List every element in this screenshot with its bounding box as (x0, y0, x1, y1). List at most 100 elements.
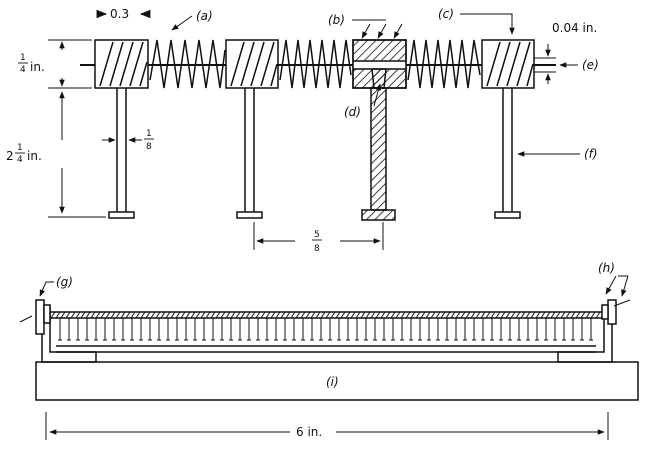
rail-winding (115, 311, 121, 319)
rail-winding (250, 311, 256, 319)
rail-winding (485, 311, 491, 319)
block-2 (225, 39, 279, 89)
rail-winding (285, 311, 291, 319)
rail-winding (135, 311, 141, 319)
rail-winding (265, 311, 271, 319)
rail-winding (395, 311, 401, 319)
end-terminal-right (607, 299, 617, 325)
label-b: (b) (328, 13, 345, 27)
rail-winding (430, 311, 436, 319)
assembly-post (256, 318, 260, 341)
rail-winding (225, 311, 231, 319)
rail-winding (345, 311, 351, 319)
rail-winding (230, 311, 236, 319)
rail-winding (340, 311, 346, 319)
rail-winding (385, 311, 391, 319)
assembly-post (58, 318, 62, 341)
rail-winding (180, 311, 186, 319)
label-height-post: 2 1 4 in. (6, 143, 42, 165)
assembly-post (454, 318, 458, 341)
assembly-post (229, 318, 233, 341)
rail-winding (275, 311, 281, 319)
rail-winding (290, 311, 296, 319)
rail-winding (520, 311, 526, 319)
rail-winding (155, 311, 161, 319)
rail-winding (105, 311, 111, 319)
rail-winding (550, 311, 556, 319)
spring-3 (407, 39, 481, 89)
assembly-post (94, 318, 98, 341)
post-4 (494, 88, 521, 219)
assembly-post (400, 318, 404, 341)
rail-winding (125, 311, 131, 319)
rail-winding (80, 311, 86, 319)
assembly-post (283, 318, 287, 341)
rail-winding (595, 311, 601, 319)
rail-winding (70, 311, 76, 319)
label-f: (f) (584, 147, 598, 161)
rail-winding (85, 311, 91, 319)
svg-text:2: 2 (6, 149, 14, 163)
rail-winding (435, 311, 441, 319)
rail-winding (185, 311, 191, 319)
assembly-post (544, 318, 548, 341)
rail-winding (315, 311, 321, 319)
assembly-post (202, 318, 206, 341)
assembly-post (193, 318, 197, 341)
label-width-top: 0.3 (110, 7, 129, 21)
rail-winding (255, 311, 261, 319)
spring-1 (149, 39, 226, 89)
assembly-post (112, 318, 116, 341)
rail-winding (200, 311, 206, 319)
assembly-post (184, 318, 188, 341)
rail-winding (400, 311, 406, 319)
assembly-post (238, 318, 242, 341)
rail-winding (95, 311, 101, 319)
assembly-post (373, 318, 377, 341)
assembly-post (211, 318, 215, 341)
block-1 (94, 39, 149, 89)
assembly-post (391, 318, 395, 341)
assembly-post (472, 318, 476, 341)
base-plate (35, 361, 639, 401)
rail-winding (380, 311, 386, 319)
assembly-post (445, 318, 449, 341)
assembly-post (499, 318, 503, 341)
rail-winding (425, 311, 431, 319)
rail-winding (90, 311, 96, 319)
assembly-post (139, 318, 143, 341)
svg-text:1: 1 (17, 143, 23, 153)
rail-winding (335, 311, 341, 319)
assembly-post (517, 318, 521, 341)
assembly-post (319, 318, 323, 341)
rail-winding (195, 311, 201, 319)
label-height-quarter: 1 4 in. (18, 53, 45, 75)
rail-winding (325, 311, 331, 319)
rail-winding (510, 311, 516, 319)
assembly-post (337, 318, 341, 341)
assembly-post (436, 318, 440, 341)
label-spacing: 5 8 (312, 230, 322, 254)
svg-text:in.: in. (30, 60, 45, 74)
assembly-post (490, 318, 494, 341)
rail-winding (235, 311, 241, 319)
rail-winding (450, 311, 456, 319)
rail-winding (465, 311, 471, 319)
post-2 (236, 88, 263, 219)
svg-text:in.: in. (27, 149, 42, 163)
assembly-post (418, 318, 422, 341)
assembly-post (346, 318, 350, 341)
assembly-post (220, 318, 224, 341)
rail-winding (580, 311, 586, 319)
end-terminal-left (35, 299, 45, 335)
rail-winding (410, 311, 416, 319)
label-g: (g) (56, 275, 73, 289)
rail-winding (280, 311, 286, 319)
svg-text:4: 4 (17, 155, 23, 165)
assembly-post (355, 318, 359, 341)
rail-winding (310, 311, 316, 319)
center-post (361, 87, 396, 221)
rail-winding (330, 311, 336, 319)
rail-winding (575, 311, 581, 319)
assembly-post (535, 318, 539, 341)
